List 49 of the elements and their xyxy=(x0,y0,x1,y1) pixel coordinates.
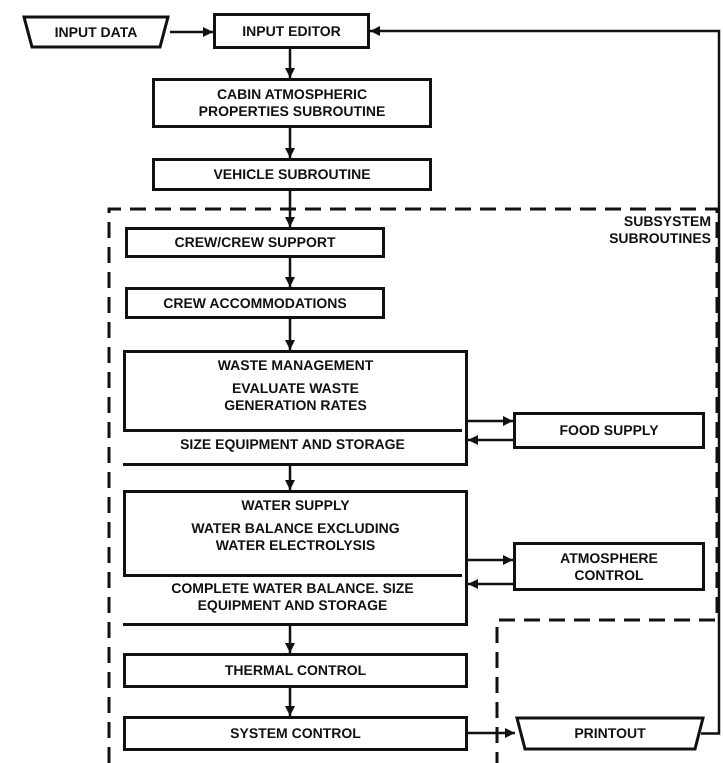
dashed-group-boundary xyxy=(107,207,719,763)
box-section xyxy=(123,429,462,463)
arrow xyxy=(468,728,515,738)
io-trapezoid xyxy=(515,716,705,751)
box-label: ATMOSPHERE CONTROL xyxy=(559,550,659,584)
box-heading: WATER SUPPLY xyxy=(240,497,351,514)
arrow xyxy=(285,258,295,287)
arrow xyxy=(468,435,513,445)
box-heading: WASTE MANAGEMENT xyxy=(216,357,374,374)
process-box xyxy=(123,653,468,688)
process-box xyxy=(123,490,468,626)
arrow xyxy=(468,579,513,589)
process-box xyxy=(513,542,705,591)
arrow xyxy=(370,26,720,735)
box-label: WATER BALANCE EXCLUDING WATER ELECTROLYSIS xyxy=(190,520,401,554)
box-label: SIZE EQUIPMENT AND STORAGE xyxy=(179,436,406,453)
arrow xyxy=(170,27,213,37)
process-box xyxy=(152,158,432,191)
arrow xyxy=(285,128,295,158)
arrow xyxy=(468,555,513,565)
arrow xyxy=(285,466,295,490)
group-heading: SUBSYSTEM SUBROUTINES xyxy=(608,213,712,247)
box-label: COMPLETE WATER BALANCE. SIZE EQUIPMENT AND STORAGE xyxy=(170,580,415,614)
process-box xyxy=(152,78,432,128)
process-box xyxy=(125,227,385,258)
box-label: CREW ACCOMMODATIONS xyxy=(162,294,348,312)
arrow xyxy=(285,688,295,716)
process-box xyxy=(513,412,705,449)
arrow xyxy=(285,49,295,78)
arrow xyxy=(285,319,295,350)
box-label: INPUT EDITOR xyxy=(241,22,342,40)
io-trapezoid xyxy=(22,15,170,49)
box-label: CABIN ATMOSPHERIC PROPERTIES SUBROUTINE xyxy=(198,86,386,120)
box-label: THERMAL CONTROL xyxy=(224,662,368,679)
box-label: CREW/CREW SUPPORT xyxy=(174,234,336,251)
box-label: EVALUATE WASTE GENERATION RATES xyxy=(223,380,368,414)
process-box xyxy=(123,716,468,751)
box-label: PRINTOUT xyxy=(573,725,647,742)
arrow xyxy=(285,626,295,653)
process-box xyxy=(213,13,370,49)
box-label: FOOD SUPPLY xyxy=(558,422,660,439)
process-box xyxy=(123,350,468,466)
process-box xyxy=(125,287,385,319)
box-section xyxy=(123,574,462,623)
box-label: SYSTEM CONTROL xyxy=(229,725,362,742)
box-label: INPUT DATA xyxy=(54,24,138,40)
arrow xyxy=(285,191,295,227)
arrow xyxy=(468,416,513,426)
box-label: VEHICLE SUBROUTINE xyxy=(212,166,372,183)
